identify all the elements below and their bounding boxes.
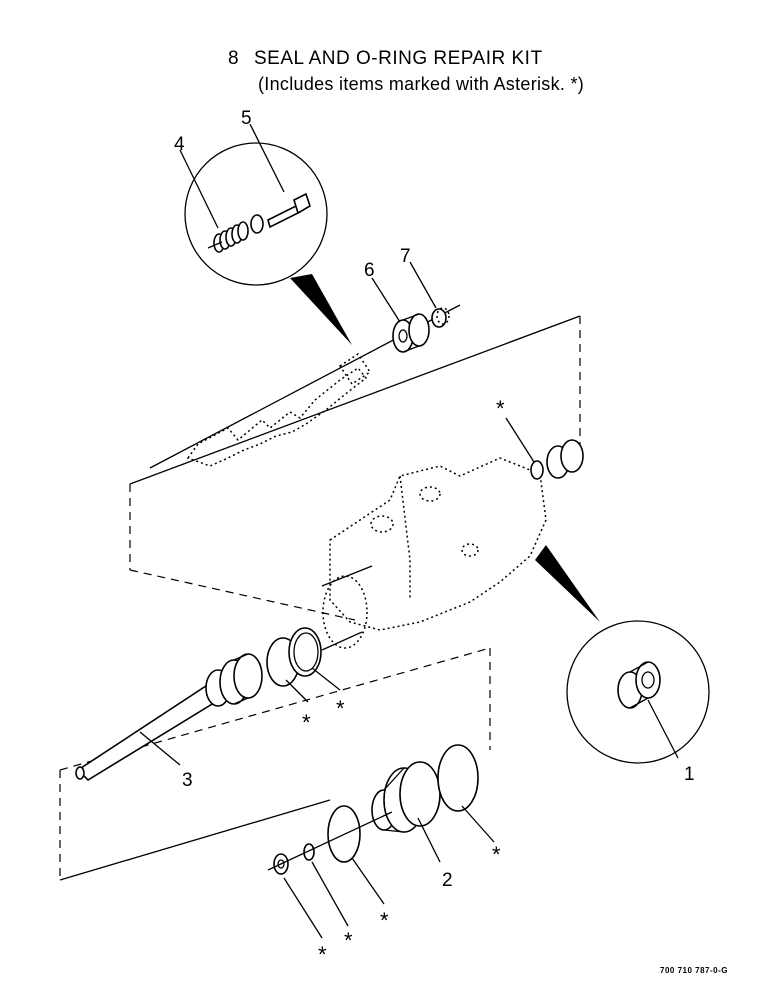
callout-5: 5 [241, 108, 252, 129]
bushing-6 [392, 313, 430, 353]
drawing-number: 700 710 787-0-G [660, 966, 728, 975]
small-o-ring [303, 843, 315, 861]
detail-bubble-bushing [566, 620, 710, 764]
piston-rod [59, 647, 491, 782]
asterisk-mark: * [496, 396, 505, 421]
washer [250, 214, 264, 234]
kit-title-text: SEAL AND O-RING REPAIR KIT [254, 48, 543, 69]
callout-1: 1 [684, 764, 695, 785]
asterisk-mark: * [380, 908, 389, 933]
callout-4: 4 [174, 134, 185, 155]
spool-group-frame [129, 315, 581, 621]
valve-body [321, 457, 600, 651]
asterisk-mark: * [492, 842, 501, 867]
asterisk-mark: * [318, 942, 327, 967]
callout-7: 7 [400, 246, 411, 267]
detail-pointer-top [290, 274, 352, 345]
asterisk-mark: * [336, 696, 345, 721]
asterisk-mark: * [344, 928, 353, 953]
spool-assembly [149, 304, 461, 469]
detail-bubble-spring-bolt [184, 142, 352, 345]
asterisk-mark: * [302, 710, 311, 735]
spring [213, 221, 249, 253]
kit-title: 8 SEAL AND O-RING REPAIR KIT [228, 48, 543, 70]
o-rings-middle [266, 627, 322, 687]
kit-number: 8 [228, 48, 240, 69]
callout-2: 2 [442, 870, 453, 891]
kit-note: (Includes items marked with Asterisk. *) [258, 74, 585, 94]
callout-6: 6 [364, 260, 375, 281]
piston-group-frame [59, 648, 491, 881]
o-ring-large [437, 744, 479, 812]
detail-pointer-bottom [535, 545, 600, 622]
gland-2 [371, 761, 441, 833]
nut-7 [431, 307, 450, 328]
callout-3: 3 [182, 770, 193, 791]
leader-lines [139, 123, 679, 939]
bolt [267, 192, 311, 229]
seal-right [530, 439, 584, 480]
